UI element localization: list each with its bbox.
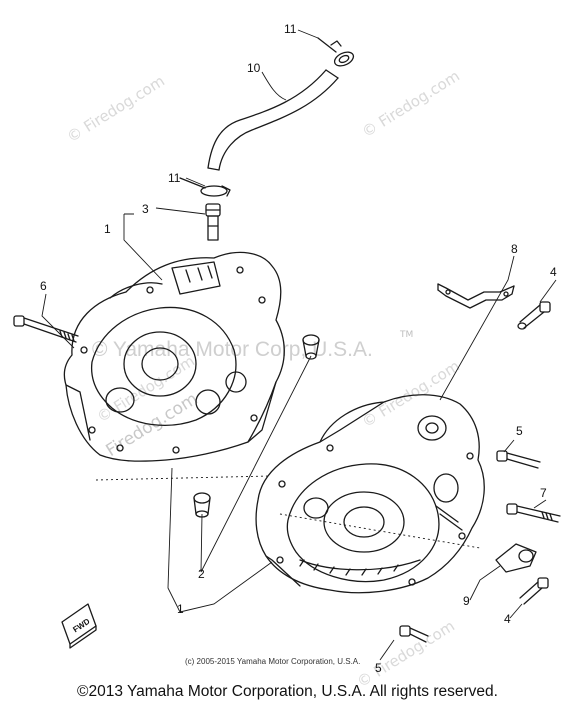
fwd-arrow	[61, 603, 97, 649]
callouts: 11 10 11 3 1 6 8 4 5 7 2 1 9 4 5 FWD	[40, 22, 557, 675]
callout-8: 8	[511, 242, 518, 256]
callout-6: 6	[40, 279, 47, 293]
bolt-6	[13, 315, 79, 343]
dowel-pin-upper	[302, 334, 320, 360]
crankcase-right	[255, 394, 485, 594]
dowel-pin-lower	[193, 492, 211, 518]
callout-2: 2	[198, 567, 205, 581]
bracket-8	[437, 283, 515, 309]
hose-clamp-lower	[179, 177, 231, 197]
leader-lines	[41, 29, 557, 661]
watermark-yamaha: © Yamaha Motor Corp, U.S.A.	[92, 338, 373, 361]
callout-11-top: 11	[284, 22, 297, 36]
bolt-7	[506, 503, 561, 523]
bolt-4-upper	[517, 301, 551, 330]
callout-5-bottom: 5	[375, 661, 382, 675]
watermark-trademark: TM	[400, 330, 414, 340]
fitting-9	[495, 543, 537, 573]
callout-5-right: 5	[516, 424, 523, 438]
callout-11-lower: 11	[168, 171, 181, 185]
callout-1-lower: 1	[177, 602, 184, 616]
bolt-5-right	[496, 450, 541, 469]
callout-1-upper: 1	[104, 222, 111, 236]
bolt-5-bottom	[399, 625, 429, 643]
callout-3: 3	[142, 202, 149, 216]
callout-7: 7	[540, 486, 547, 500]
callout-4-lower: 4	[504, 612, 511, 626]
bolt-4-lower	[519, 577, 549, 605]
callout-10: 10	[247, 61, 261, 75]
callout-4-upper: 4	[550, 265, 557, 279]
hose-clamp-top	[317, 37, 355, 67]
breather-fitting	[205, 203, 221, 241]
fine-print-copyright: (c) 2005-2015 Yamaha Motor Corporation, …	[185, 657, 361, 666]
footer-copyright: ©2013 Yamaha Motor Corporation, U.S.A. A…	[77, 683, 498, 700]
crankcase-left	[63, 251, 285, 462]
breather-hose	[207, 69, 339, 171]
callout-9: 9	[463, 594, 470, 608]
